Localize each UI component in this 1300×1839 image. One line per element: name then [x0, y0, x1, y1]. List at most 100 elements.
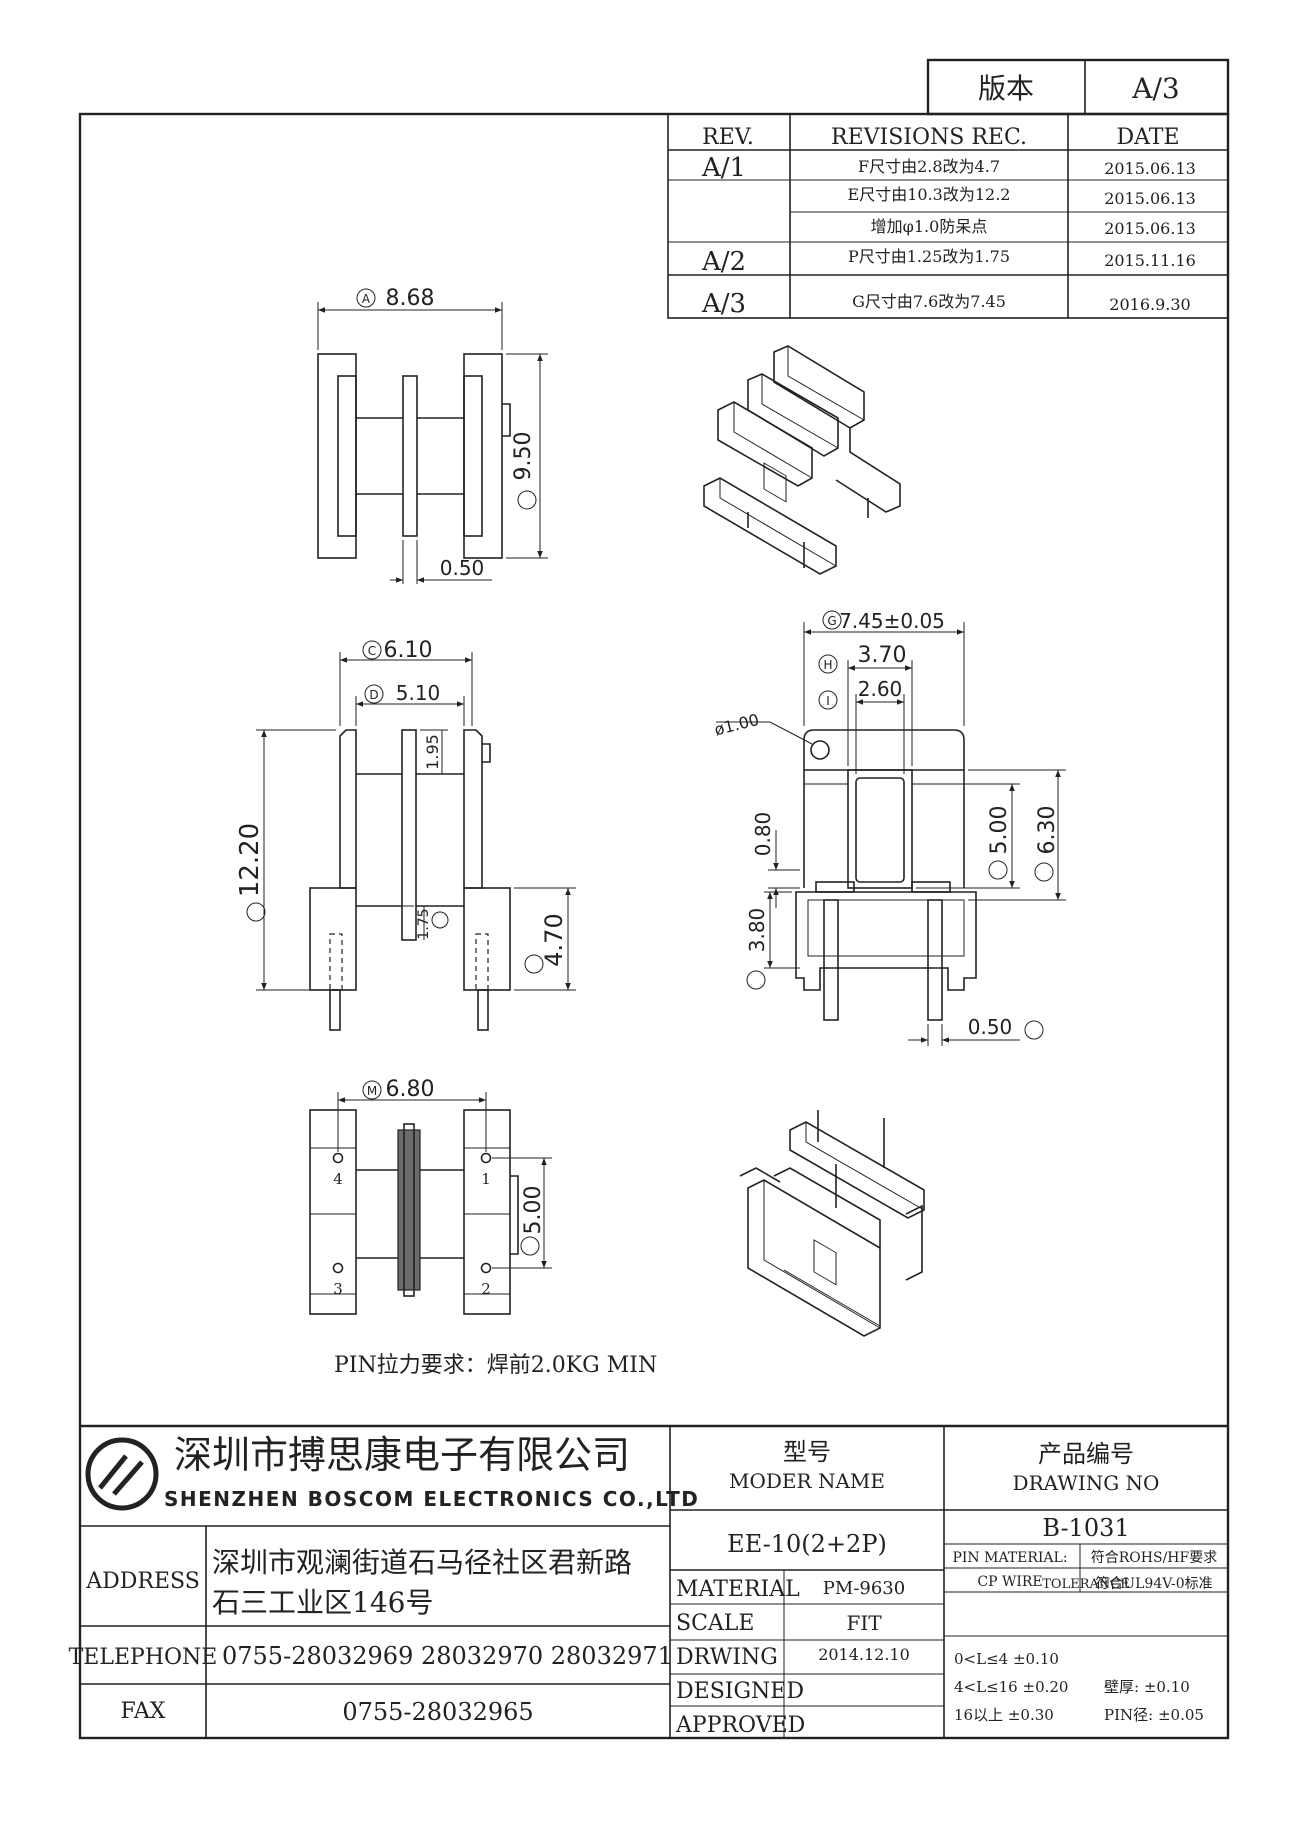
designed-label: DESIGNED — [676, 1679, 804, 1704]
telephone-value: 0755-28032969 28032970 28032971 — [222, 1642, 673, 1670]
top-view: A 8.68 9.50 0.50 — [317, 286, 548, 584]
tolerance-row1: 0<L≤4 ±0.10 — [954, 1650, 1059, 1668]
drawing-no-label-cn: 产品编号 — [1038, 1440, 1134, 1468]
dim-o-value: 3.80 — [745, 908, 769, 953]
version-label: 版本 — [978, 72, 1034, 105]
svg-text:C: C — [368, 644, 376, 658]
drawing-no-value: B-1031 — [1042, 1514, 1129, 1542]
tolerance-row3: 16以上 ±0.30 — [954, 1706, 1054, 1724]
date-header: DATE — [1116, 125, 1179, 150]
dim-marker-o — [746, 970, 766, 990]
address-label: ADDRESS — [85, 1569, 200, 1594]
rev-rec-cell: G尺寸由7.6改为7.45 — [852, 292, 1006, 311]
sheet-border — [78, 112, 1230, 1740]
rev-date-cell: 2015.06.13 — [1104, 219, 1196, 238]
rev-date-cell: 2016.9.30 — [1109, 295, 1190, 314]
company-name-cn: 深圳市搏思康电子有限公司 — [174, 1433, 630, 1477]
rev-date-cell: 2015.06.13 — [1104, 159, 1196, 178]
dim-e-value: 12.20 — [235, 823, 265, 897]
fax-value: 0755-28032965 — [342, 1698, 533, 1726]
model-label-en: MODER NAME — [729, 1469, 885, 1493]
revisions-rec-header: REVISIONS REC. — [831, 125, 1027, 150]
dim-marker-m — [362, 1080, 382, 1100]
dim-080-value: 0.80 — [751, 812, 775, 857]
dim-j-value: 5.00 — [987, 806, 1012, 855]
dim-h-value: 3.70 — [858, 643, 907, 668]
model-value: EE-10(2+2P) — [727, 1530, 887, 1558]
dim-marker-f — [524, 954, 544, 974]
side-view: G 7.45±0.05 H 3.70 I 2.60 ø1.00 5.00 6. — [712, 609, 1066, 1046]
material-label: MATERIAL — [676, 1577, 800, 1602]
dim-195-value: 1.95 — [423, 734, 442, 770]
version-box: 版本 A/3 — [926, 58, 1230, 116]
dim-f-value: 4.70 — [540, 913, 568, 966]
dim-c-value: 6.10 — [384, 638, 433, 663]
dim-a-value: 8.68 — [386, 286, 435, 311]
dim-marker-k — [1034, 862, 1054, 882]
dim-marker-i — [818, 690, 838, 710]
dim-d-value: 5.10 — [396, 681, 441, 705]
rev-rec-cell: 增加φ1.0防呆点 — [871, 217, 988, 236]
dim-marker-p — [431, 911, 449, 929]
pin-hole — [480, 1152, 492, 1164]
dim-marker-d — [364, 684, 384, 704]
revisions-table: REV. REVISIONS REC. DATE A/1 F尺寸由2.8改为4.… — [667, 113, 1229, 319]
scale-label: SCALE — [676, 1611, 754, 1636]
front-view: C 6.10 D 5.10 1.95 12.20 4.70 — [235, 638, 576, 1031]
anti-reverse-dot — [810, 740, 830, 760]
tolerance-row2: 4<L≤16 ±0.20 — [954, 1678, 1068, 1696]
pin-hole — [332, 1262, 344, 1274]
dim-m-value: 6.80 — [386, 1077, 435, 1102]
dim-phi-value: ø1.00 — [712, 710, 761, 739]
pin-hole — [480, 1262, 492, 1274]
pin-number-3: 3 — [333, 1280, 343, 1298]
scale-value: FIT — [846, 1611, 882, 1635]
pin-material-label: PIN MATERIAL: — [952, 1550, 1067, 1566]
dim-g-value: 7.45±0.05 — [839, 609, 945, 633]
address-line1: 深圳市观澜街道石马径社区君新路 — [212, 1546, 632, 1579]
pin-hole — [332, 1152, 344, 1164]
svg-text:H: H — [823, 658, 832, 672]
pin-material-value1: 符合ROHS/HF要求 — [1091, 1550, 1217, 1566]
dim-l-value: 0.50 — [968, 1015, 1013, 1039]
dim-k-value: 6.30 — [1035, 806, 1060, 855]
rev-cell: A/1 — [701, 153, 746, 183]
pin-pull-note: PIN拉力要求：焊前2.0KG MIN — [334, 1353, 657, 1378]
rev-date-cell: 2015.11.16 — [1104, 251, 1196, 270]
fax-label: FAX — [121, 1699, 166, 1724]
dim-marker-c — [362, 640, 382, 660]
title-block — [80, 1424, 1228, 1738]
dim-marker-h — [818, 654, 838, 674]
dim-p-value: 1.75 — [416, 908, 432, 939]
dim-marker-l — [1024, 1020, 1044, 1040]
tolerance-wall: 壁厚: ±0.10 — [1104, 1678, 1190, 1696]
rev-header: REV. — [702, 125, 754, 150]
dim-slot-value: 0.50 — [440, 556, 485, 580]
pin-number-1: 1 — [481, 1170, 491, 1188]
drawing-no-label-en: DRAWING NO — [1013, 1471, 1160, 1495]
tolerance-title: TOLERANCE — [1042, 1577, 1129, 1592]
isometric-view-top — [703, 345, 901, 575]
pin-number-4: 4 — [333, 1170, 343, 1188]
drwing-label: DRWING — [676, 1645, 778, 1670]
company-name-en: SHENZHEN BOSCOM ELECTRONICS CO.,LTD — [164, 1487, 699, 1511]
drwing-value: 2014.12.10 — [818, 1645, 910, 1664]
rev-cell: A/3 — [701, 289, 746, 319]
model-label-cn: 型号 — [783, 1438, 831, 1466]
material-value: PM-9630 — [823, 1578, 905, 1599]
version-value: A/3 — [1131, 72, 1179, 105]
svg-text:A: A — [362, 292, 371, 306]
dim-marker-a — [356, 288, 376, 308]
dim-marker-g — [822, 610, 842, 630]
dim-marker-n — [520, 1236, 540, 1256]
svg-text:G: G — [827, 614, 836, 628]
dim-n-value: 5.00 — [521, 1186, 546, 1235]
rev-rec-cell: E尺寸由10.3改为12.2 — [848, 185, 1011, 204]
approved-label: APPROVED — [675, 1713, 805, 1738]
rev-rec-cell: P尺寸由1.25改为1.75 — [848, 247, 1010, 266]
isometric-view-bottom — [739, 1110, 925, 1337]
cp-wire-label: CP WIRE — [977, 1574, 1042, 1590]
pin-material-value2: 符合UL94V-0标准 — [1095, 1576, 1212, 1592]
rev-cell: A/2 — [701, 247, 746, 277]
